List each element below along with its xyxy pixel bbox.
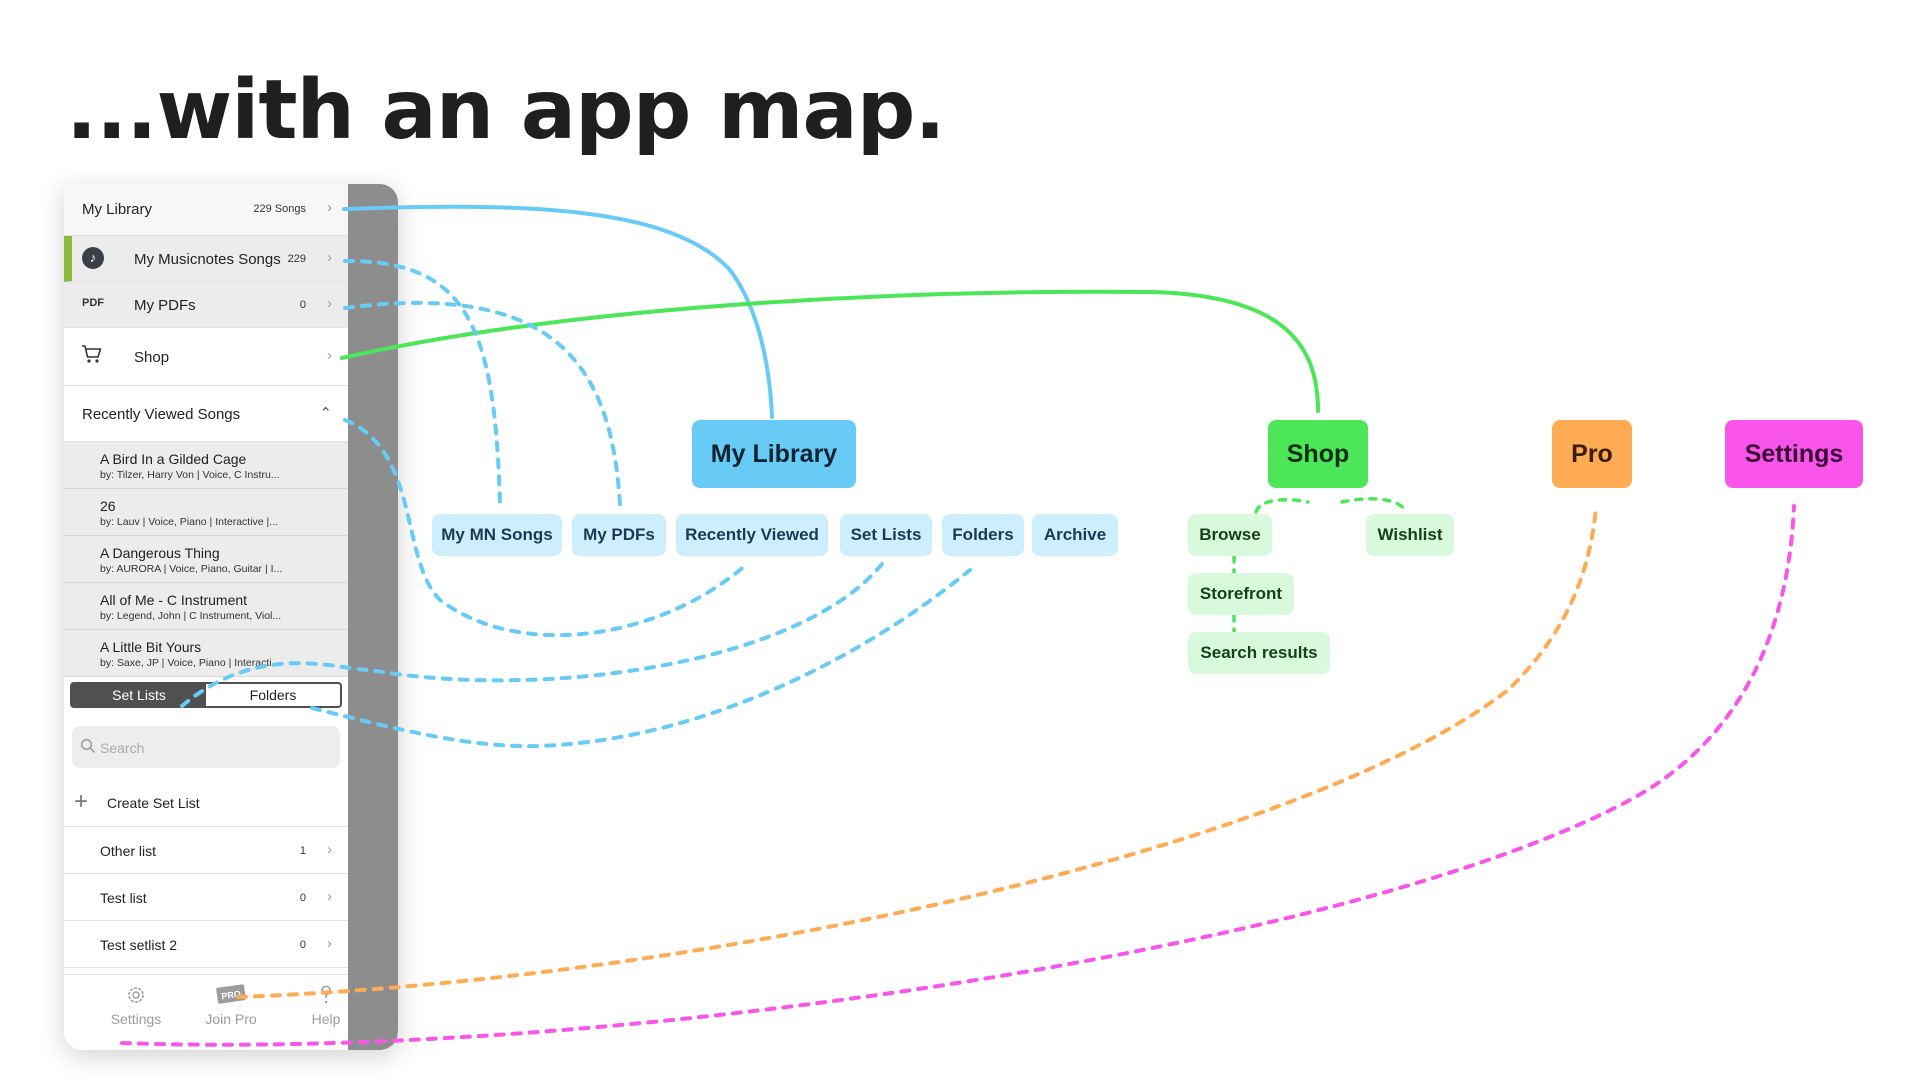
song-title: A Bird In a Gilded Cage — [100, 451, 247, 467]
connector-folders — [310, 568, 972, 749]
set-list-item[interactable]: Test list 0 › — [64, 874, 348, 921]
song-count: 229 — [287, 253, 306, 265]
search-input[interactable]: Search — [72, 726, 340, 768]
node-archive: Archive — [1032, 514, 1118, 556]
node-my-pdfs: My PDFs — [572, 514, 666, 556]
tab-help[interactable]: Help — [286, 983, 366, 1027]
set-list-item[interactable]: Other list 1 › — [64, 827, 348, 874]
node-my-mn-songs: My MN Songs — [432, 514, 562, 556]
create-set-list-button[interactable]: + Create Set List — [64, 779, 348, 827]
segment-folders[interactable]: Folders — [249, 687, 297, 703]
set-list-count: 1 — [299, 845, 306, 857]
node-recently-viewed: Recently Viewed — [676, 514, 828, 556]
song-subtitle: by: Lauv | Voice, Piano | Interactive |.… — [100, 516, 279, 528]
section-label: Recently Viewed Songs — [82, 406, 241, 423]
tab-label: Help — [311, 1011, 341, 1027]
setlists-folders-segmented-control: Set Lists Folders — [70, 682, 342, 708]
chevron-right-icon: › — [327, 841, 332, 858]
node-settings: Settings — [1725, 420, 1863, 488]
recent-song-item[interactable]: A Bird In a Gilded Cage by: Tilzer, Harr… — [64, 442, 348, 489]
connector-pro — [236, 504, 1598, 999]
create-set-list-label: Create Set List — [107, 795, 200, 811]
node-wishlist: Wishlist — [1366, 514, 1454, 556]
song-title: All of Me - C Instrument — [100, 592, 248, 608]
song-subtitle: by: Tilzer, Harry Von | Voice, C Instru.… — [100, 469, 280, 481]
connector-wishlist — [1340, 497, 1408, 514]
content-area-placeholder — [348, 184, 398, 1050]
recent-song-item[interactable]: A Dangerous Thing by: AURORA | Voice, Pi… — [64, 536, 348, 583]
node-storefront: Storefront — [1188, 573, 1294, 615]
cart-icon — [82, 345, 102, 363]
recent-song-item[interactable]: 26 by: Lauv | Voice, Piano | Interactive… — [64, 489, 348, 536]
sidebar-item-label: My Musicnotes Songs — [134, 251, 281, 268]
song-title: 26 — [100, 498, 116, 514]
sidebar-item-label: Shop — [134, 349, 170, 366]
set-list-name: Other list — [100, 843, 157, 859]
set-list-name: Test list — [100, 890, 147, 906]
node-pro: Pro — [1552, 420, 1632, 488]
song-count: 229 Songs — [253, 203, 306, 215]
tab-settings[interactable]: Settings — [96, 983, 176, 1027]
recent-song-item[interactable]: All of Me - C Instrument by: Legend, Joh… — [64, 583, 348, 630]
chevron-up-icon: ⌃ — [319, 405, 332, 422]
bottom-tab-bar: Settings PRO Join Pro Help — [64, 974, 348, 1050]
musicnotes-logo-icon: ♪ — [82, 247, 104, 269]
chevron-right-icon: › — [327, 199, 332, 216]
sidebar-item-label: My PDFs — [134, 297, 196, 314]
chevron-right-icon: › — [327, 295, 332, 312]
search-placeholder: Search — [100, 740, 145, 756]
chevron-right-icon: › — [327, 249, 332, 266]
song-title: A Little Bit Yours — [100, 639, 202, 655]
set-list-item[interactable]: Test setlist 2 0 › — [64, 921, 348, 968]
recent-song-item[interactable]: A Little Bit Yours by: Saxe, JP | Voice,… — [64, 630, 348, 677]
tab-join-pro[interactable]: PRO Join Pro — [191, 983, 271, 1027]
sidebar-item-shop[interactable]: Shop › — [64, 328, 348, 386]
song-title: A Dangerous Thing — [100, 545, 220, 561]
song-subtitle: by: Legend, John | C Instrument, Viol... — [100, 610, 282, 622]
set-list-count: 0 — [299, 892, 306, 904]
gear-icon — [128, 987, 144, 1003]
chevron-right-icon: › — [327, 347, 332, 364]
node-my-library: My Library — [692, 420, 856, 488]
chevron-right-icon: › — [327, 935, 332, 952]
song-subtitle: by: AURORA | Voice, Piano, Guitar | I... — [100, 563, 283, 575]
segment-set-lists[interactable]: Set Lists — [72, 684, 206, 706]
set-list-name: Test setlist 2 — [100, 937, 178, 953]
sidebar-item-my-library[interactable]: My Library 229 Songs › — [64, 184, 348, 236]
pdf-icon: PDF — [82, 297, 104, 309]
sidebar-item-my-musicnotes-songs[interactable]: ♪ My Musicnotes Songs 229 › — [64, 236, 348, 282]
help-icon — [321, 985, 331, 1004]
node-shop: Shop — [1268, 420, 1368, 488]
recently-viewed-header[interactable]: Recently Viewed Songs ⌃ — [64, 386, 348, 442]
connector-shop — [340, 289, 1320, 413]
search-icon — [80, 738, 96, 754]
plus-icon: + — [74, 788, 89, 815]
node-browse: Browse — [1188, 514, 1272, 556]
node-set-lists: Set Lists — [840, 514, 932, 556]
chevron-right-icon: › — [327, 888, 332, 905]
connector-library — [342, 204, 774, 419]
pdf-count: 0 — [299, 299, 306, 311]
sidebar-item-label: My Library — [82, 201, 153, 218]
set-list-count: 0 — [299, 939, 306, 951]
sidebar: My Library 229 Songs › ♪ My Musicnotes S… — [64, 184, 348, 1050]
node-folders: Folders — [942, 514, 1024, 556]
page-title: ...with an app map. — [66, 63, 946, 158]
song-subtitle: by: Saxe, JP | Voice, Piano | Interacti.… — [100, 657, 281, 669]
tab-label: Join Pro — [205, 1011, 257, 1027]
node-search-results: Search results — [1188, 632, 1330, 674]
connector-browse — [1254, 497, 1310, 514]
tab-label: Settings — [110, 1011, 162, 1027]
sidebar-item-my-pdfs[interactable]: PDF My PDFs 0 › — [64, 282, 348, 328]
pro-badge-icon: PRO — [216, 984, 246, 1004]
app-sidebar-screenshot: My Library 229 Songs › ♪ My Musicnotes S… — [64, 184, 398, 1050]
